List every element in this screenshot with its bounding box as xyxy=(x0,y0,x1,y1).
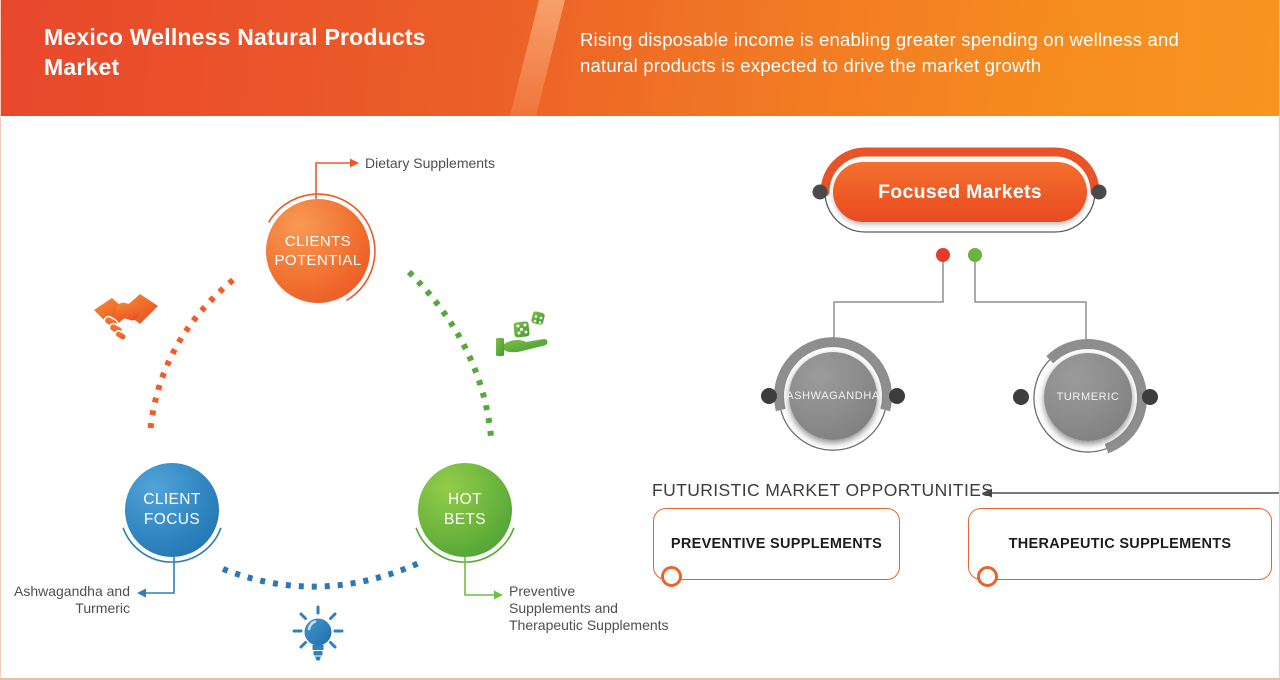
node-client-focus: CLIENT FOCUS xyxy=(125,463,219,557)
dotted-arc-green xyxy=(406,269,494,438)
focused-ring-bottom-arc xyxy=(824,191,1096,233)
branch-line-ashwagandha xyxy=(833,262,944,345)
product-circle-turmeric: TURMERIC xyxy=(1044,353,1132,441)
node-clients-potential: CLIENTS POTENTIAL xyxy=(266,199,370,303)
node-accent-arc-orange xyxy=(267,193,376,302)
turmeric-left-dot xyxy=(1013,389,1029,405)
arrowhead-dietary-supplements xyxy=(350,158,359,168)
ashwagandha-right-dot xyxy=(889,388,905,404)
header-diagonal-stripe xyxy=(506,0,568,116)
node-accent-arc-green xyxy=(415,527,515,563)
focused-ring-left-dot xyxy=(812,184,828,200)
box-therapeutic-supplements: THERAPEUTIC SUPPLEMENTS xyxy=(968,508,1272,580)
opportunities-arrowhead xyxy=(982,488,992,498)
connector-ashwagandha-turmeric xyxy=(146,557,175,594)
box2-corner-ring xyxy=(977,566,998,587)
turmeric-thin-arc xyxy=(1033,359,1107,453)
ashwagandha-thin-arc xyxy=(780,409,886,451)
focused-ring-top-arc xyxy=(820,147,1100,197)
node-accent-arc-blue xyxy=(122,527,222,563)
focused-markets-pill: Focused Markets xyxy=(833,162,1087,222)
callout-ashwagandha-turmeric: Ashwagandha and Turmeric xyxy=(14,583,130,617)
branch-dot-green xyxy=(968,248,982,262)
dotted-arc-blue xyxy=(221,560,421,590)
header-banner: Mexico Wellness Natural Products Market … xyxy=(0,0,1280,116)
turmeric-thick-arc xyxy=(1046,338,1147,454)
box1-corner-ring xyxy=(661,566,682,587)
branch-line-turmeric xyxy=(974,262,1087,348)
opportunities-title: FUTURISTIC MARKET OPPORTUNITIES xyxy=(652,480,994,500)
page-title: Mexico Wellness Natural Products Market xyxy=(44,24,426,81)
callout-preventive-therapeutic: Preventive Supplements and Therapeutic S… xyxy=(509,583,669,634)
arrowhead-ashwagandha-turmeric xyxy=(137,588,146,598)
ashwagandha-left-dot xyxy=(761,388,777,404)
product-circle-ashwagandha: ASHWAGANDHA xyxy=(786,352,879,440)
callout-dietary-supplements: Dietary Supplements xyxy=(365,155,495,171)
connector-dietary-supplements xyxy=(315,162,350,199)
connector-preventive-therapeutic xyxy=(464,557,494,596)
branch-dot-red xyxy=(936,248,950,262)
focused-ring-right-dot xyxy=(1091,184,1107,200)
ashwagandha-thick-arc xyxy=(774,337,892,412)
page-subtitle: Rising disposable income is enabling gre… xyxy=(580,29,1179,76)
node-hot-bets: HOT BETS xyxy=(418,463,512,557)
box-preventive-supplements: PREVENTIVE SUPPLEMENTS xyxy=(653,508,900,580)
arrowhead-preventive-therapeutic xyxy=(494,590,503,600)
dice-in-hand-icon xyxy=(494,308,550,369)
dotted-arc-orange xyxy=(147,277,235,435)
lightbulb-icon xyxy=(292,604,344,669)
handshake-icon xyxy=(92,288,160,355)
turmeric-right-dot xyxy=(1142,389,1158,405)
